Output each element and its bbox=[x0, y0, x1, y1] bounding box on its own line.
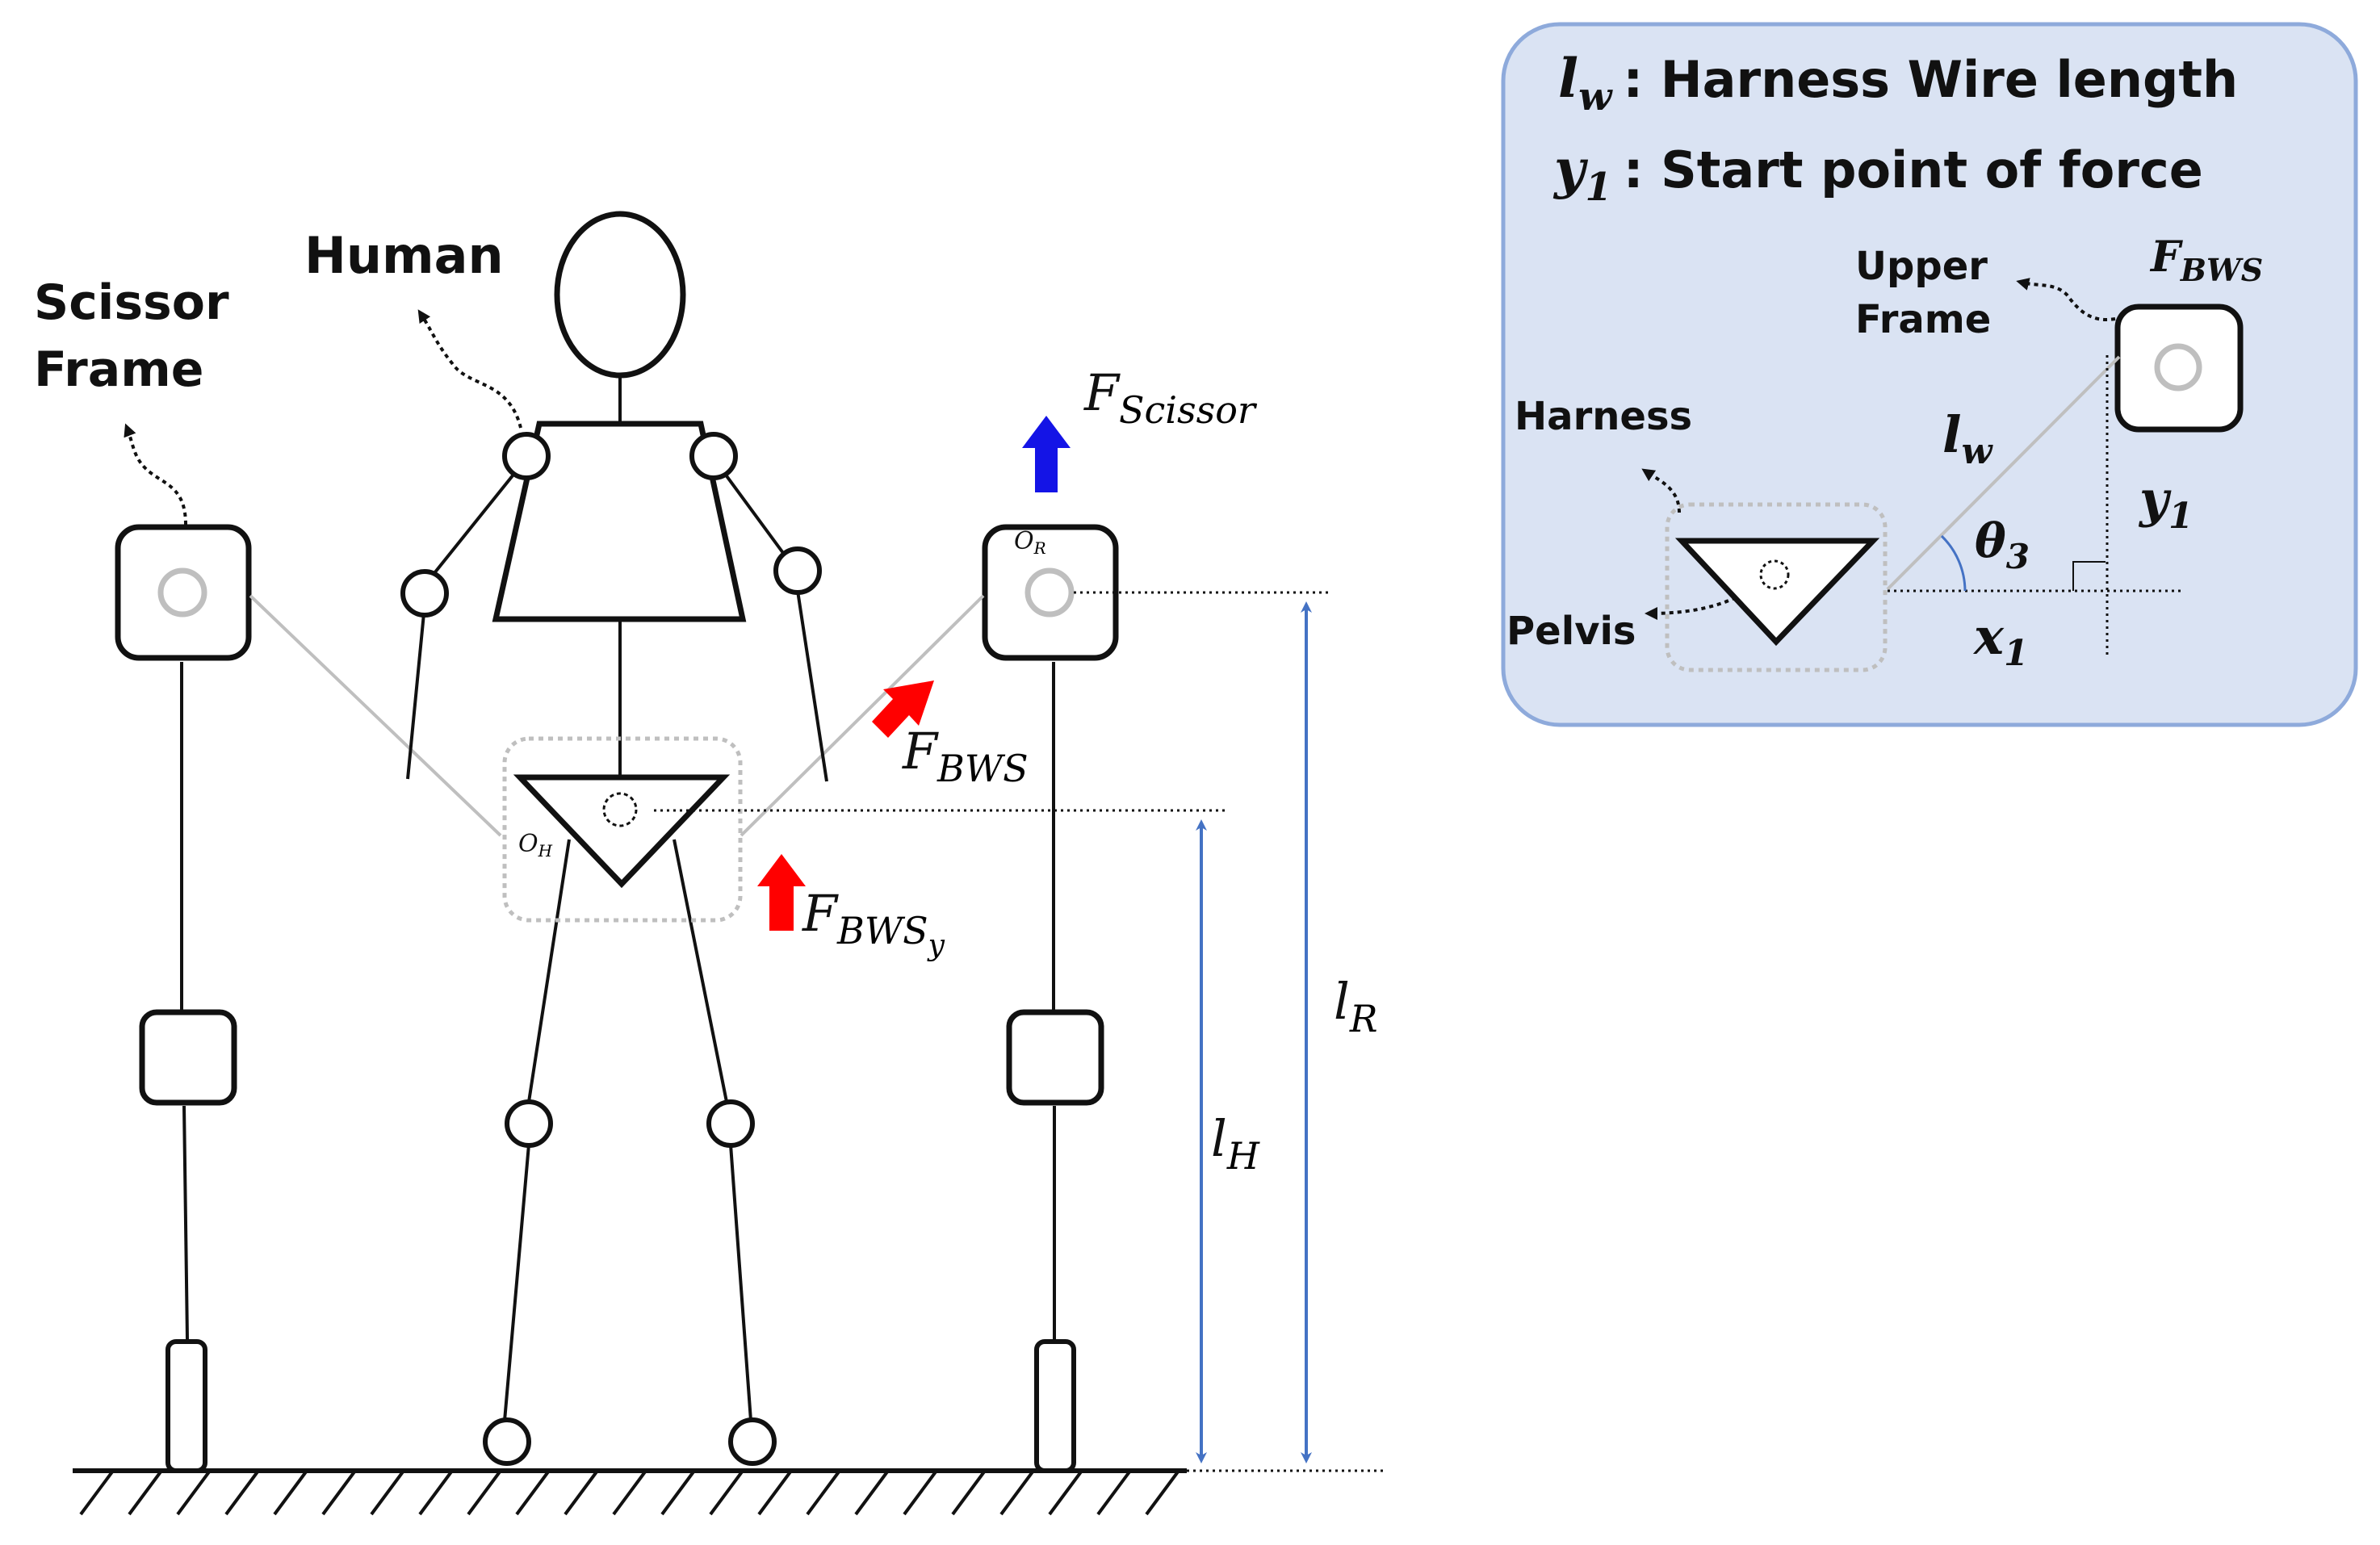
scissor-frame-label-line2: Frame bbox=[34, 341, 203, 398]
human-label: Human bbox=[304, 226, 504, 285]
harness-wires bbox=[249, 594, 985, 837]
right-scissor-frame bbox=[982, 524, 1119, 1473]
l-h-label: lH bbox=[1211, 1109, 1260, 1178]
pelvis-label: Pelvis bbox=[1506, 609, 1636, 654]
upper-frame-label-line2: Frame bbox=[1855, 297, 1991, 342]
y1-label: y1 bbox=[2138, 470, 2194, 537]
f-bws-y-label: FBWSy bbox=[802, 884, 945, 962]
wire-lw-label: lw bbox=[1942, 405, 1994, 472]
human-figure bbox=[400, 211, 828, 1466]
legend-lw: lw: Harness Wire length bbox=[1558, 47, 2238, 119]
l-r-label: lR bbox=[1334, 972, 1377, 1040]
bws-force-arrow bbox=[872, 680, 934, 738]
left-scissor-frame bbox=[115, 423, 252, 1473]
inset-f-bws-label: FBWS bbox=[2149, 232, 2263, 288]
inset-panel: lw: Harness Wire length y1: Start point … bbox=[1501, 22, 2358, 727]
harness-label: Harness bbox=[1515, 394, 1692, 439]
bws-y-force-arrow bbox=[757, 854, 806, 931]
scissor-force-arrow bbox=[1022, 416, 1071, 492]
o-r-label: OR bbox=[1014, 527, 1046, 558]
ground bbox=[73, 1468, 1385, 1516]
f-bws-label: FBWS bbox=[902, 722, 1029, 790]
theta3-label: θ3 bbox=[1975, 513, 2030, 576]
legend-y1: y1: Start point of force bbox=[1552, 137, 2203, 210]
scissor-frame-label-line1: Scissor bbox=[34, 274, 229, 331]
x1-label: x1 bbox=[1972, 607, 2029, 674]
upper-frame-label-line1: Upper bbox=[1855, 244, 1988, 289]
f-scissor-label: FScissor bbox=[1083, 363, 1258, 432]
o-h-label: OH bbox=[518, 830, 553, 860]
